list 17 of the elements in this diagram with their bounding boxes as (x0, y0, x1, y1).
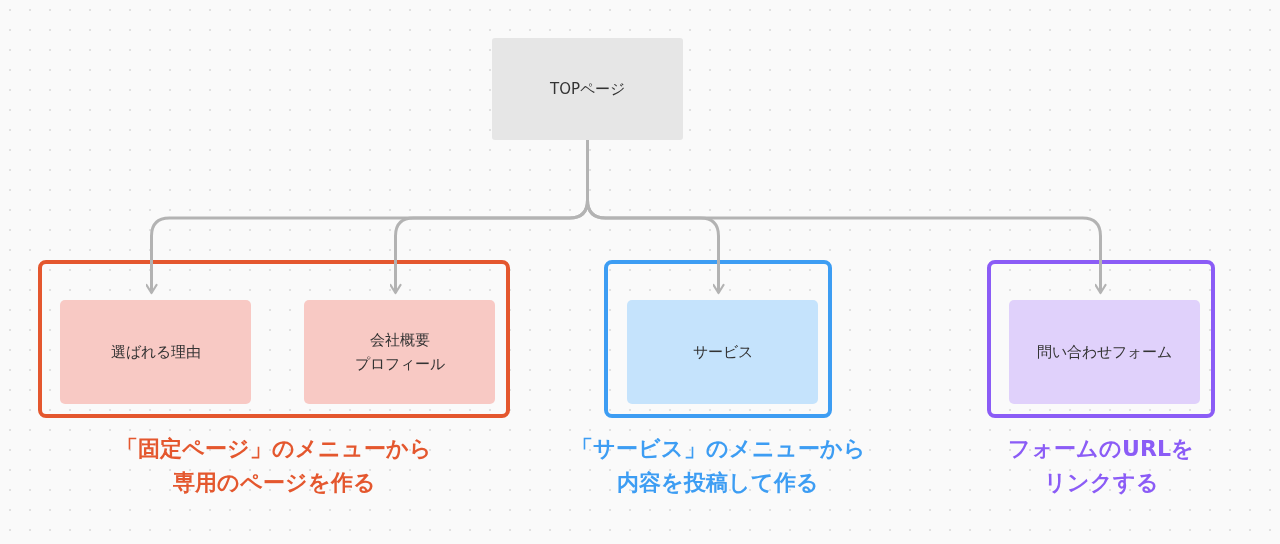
node-label: フォームのURLをリンクする (1007, 435, 1195, 498)
box-label: プロフィール (354, 354, 445, 375)
page-box (1009, 300, 1200, 404)
page-box (60, 300, 251, 404)
group-frame (987, 260, 1215, 418)
box-label: 問い合わせフォーム (1037, 342, 1172, 363)
page-box (304, 300, 495, 404)
page-box (492, 38, 683, 140)
page-box (627, 300, 818, 404)
box-label: サービス (692, 342, 753, 363)
box-label: 選ばれる理由 (110, 342, 201, 363)
box-label: TOPページ (550, 79, 625, 100)
node-label: 「固定ページ」のメニューから専用のページを作る (115, 435, 433, 498)
group-frame (604, 260, 832, 418)
group-frame (38, 260, 510, 418)
box-label: 会社概要 (369, 330, 430, 351)
node-label: 「サービス」のメニューから内容を投稿して作る (569, 435, 867, 498)
